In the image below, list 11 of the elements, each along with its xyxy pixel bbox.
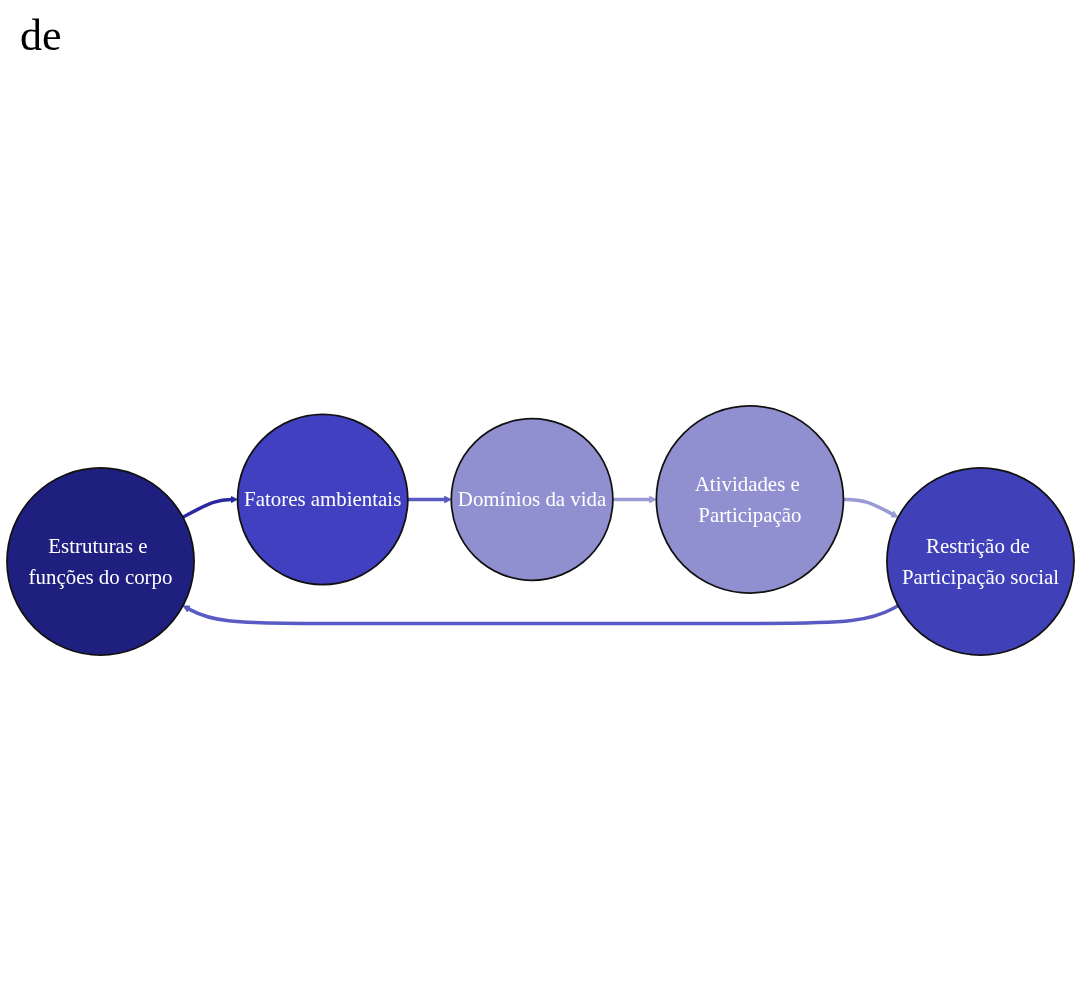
node-circle: Domínios da vida — [450, 417, 614, 581]
arrow — [182, 495, 238, 519]
arrow — [612, 495, 657, 503]
node-circle: Restrição de Participação social — [886, 466, 1075, 656]
node-circle: Estruturas e funções do corpo — [6, 466, 195, 656]
arrow — [407, 495, 452, 503]
title: de — [20, 10, 62, 61]
node-circle: Fatores ambientais — [236, 413, 409, 585]
arrow — [843, 497, 899, 518]
arrow — [182, 603, 899, 625]
node-circle: Atividades e Participação — [655, 404, 845, 594]
